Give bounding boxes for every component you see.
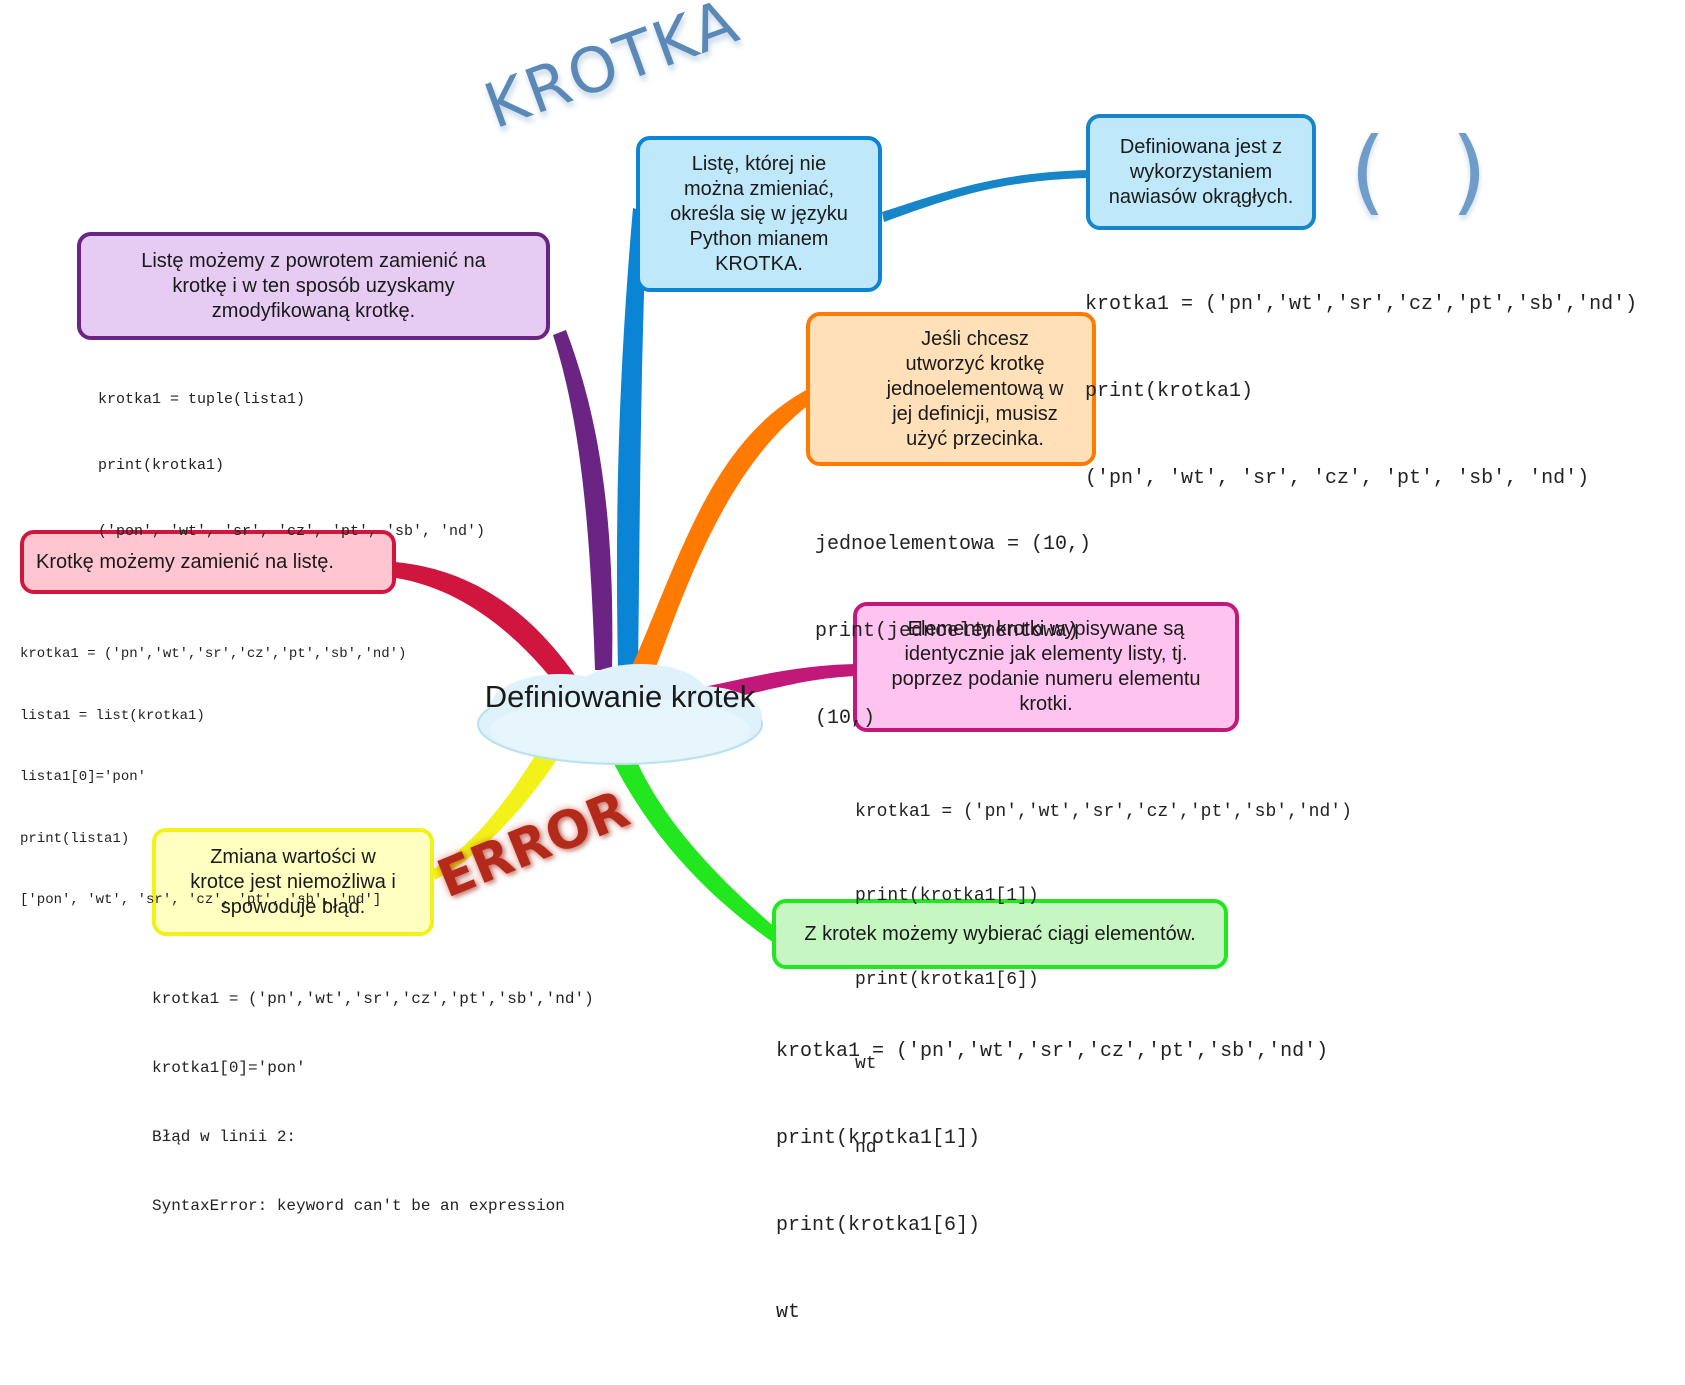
code-line: (10,) — [815, 707, 876, 730]
topic-line: użyć przecinka. — [906, 427, 1044, 450]
code-line: jednoelementowa = (10,) — [815, 533, 1092, 556]
topic-line: określa się w języku — [670, 202, 848, 225]
topic-to-tuple: Listę możemy z powrotem zamienić na krot… — [77, 232, 550, 340]
code-immutability: krotka1 = ('pn','wt','sr','cz','pt','sb'… — [152, 942, 594, 1264]
topic-line: krotki. — [1019, 693, 1073, 715]
topic-line: Jeśli chcesz — [921, 327, 1029, 350]
parens-wordart: ( ) — [1350, 118, 1506, 225]
code-line: krotka1 = ('pn','wt','sr','cz','pt','sb'… — [1085, 293, 1638, 316]
topic-single-element: Jeśli chcesz utworzyć krotkę jednoelemen… — [806, 312, 1096, 466]
topic-line: krotkę i w ten sposób uzyskamy — [172, 274, 455, 297]
code-parentheses: krotka1 = ('pn','wt','sr','cz','pt','sb'… — [1085, 232, 1637, 551]
topic-line: Z krotek możemy wybierać ciągi elementów… — [804, 922, 1196, 945]
topic-line: Definiowana jest z — [1119, 135, 1283, 158]
code-slicing: krotka1 = ('pn','wt','sr','cz','pt','sb'… — [776, 979, 1328, 1385]
topic-slicing: Z krotek możemy wybierać ciągi elementów… — [772, 899, 1228, 969]
code-to-list: krotka1 = ('pn','wt','sr','cz','pt','sb'… — [20, 603, 406, 952]
topic-line: Listę, której nie — [691, 152, 827, 175]
topic-line: nawiasów okrągłych. — [1108, 185, 1294, 208]
topic-line: Python mianem — [689, 227, 829, 250]
branch-skyblue — [882, 170, 1090, 222]
code-line: lista1 = list(krotka1) — [20, 707, 205, 724]
code-to-tuple: krotka1 = tuple(lista1) print(krotka1) (… — [98, 345, 485, 587]
topic-line: jej definicji, musisz — [892, 402, 1058, 425]
code-line: print(krotka1[1]) — [855, 886, 1039, 906]
code-line: Błąd w linii 2: — [152, 1128, 297, 1146]
code-line: print(krotka1[6]) — [855, 970, 1039, 990]
code-line: wt — [855, 1054, 877, 1074]
code-line: krotka1 = ('pn','wt','sr','cz','pt','sb'… — [855, 802, 1352, 822]
code-line: wt — [776, 1301, 801, 1324]
topic-line: zmodyfikowaną krotkę. — [211, 299, 416, 322]
code-line: krotka1 = ('pn','wt','sr','cz','pt','sb'… — [20, 646, 407, 662]
code-line: ('pn', 'wt', 'sr', 'cz', 'pt', 'sb', 'nd… — [1085, 467, 1590, 490]
topic-line: identycznie jak elementy listy, tj. — [904, 643, 1188, 665]
branch-purple — [553, 330, 613, 670]
code-line: ['pon', 'wt', 'sr', 'cz', 'pt', 'sb', 'n… — [20, 892, 382, 908]
code-line: ('pon', 'wt', 'sr', 'cz', 'pt', 'sb', 'n… — [98, 523, 486, 540]
topic-line: Krotkę możemy zamienić na listę. — [36, 550, 334, 573]
topic-line: poprzez podanie numeru elementu — [891, 668, 1201, 690]
code-element-access: krotka1 = ('pn','wt','sr','cz','pt','sb'… — [855, 742, 1352, 1218]
topic-line: jednoelementową w — [886, 377, 1064, 400]
code-line: print(krotka1[6]) — [776, 1214, 981, 1237]
topic-line: Zmiana wartości w — [210, 845, 376, 868]
code-line: print(lista1) — [20, 830, 130, 847]
code-single-element: jednoelementowa = (10,) print(jednoeleme… — [815, 472, 1091, 791]
branch-yellow — [432, 748, 560, 880]
code-line: lista1[0]='pon' — [20, 769, 147, 785]
topic-line: spowoduje błąd. — [220, 895, 366, 918]
topic-immutability: Zmiana wartości w krotce jest niemożliwa… — [152, 828, 434, 936]
branch-blue — [616, 208, 647, 670]
topic-line: Listę możemy z powrotem zamienić na — [141, 249, 486, 272]
code-line: krotka1 = ('pn','wt','sr','cz','pt','sb'… — [152, 990, 594, 1008]
topic-line: można zmieniać, — [683, 177, 835, 200]
code-line: SyntaxError: keyword can't be an express… — [152, 1197, 565, 1215]
center-title: Definiowanie krotek — [484, 679, 756, 714]
code-line: print(krotka1[1]) — [776, 1127, 981, 1150]
topic-element-access: Elementy krotki wypisywane są identyczni… — [853, 602, 1239, 732]
topic-parentheses: Definiowana jest z wykorzystaniem nawias… — [1086, 114, 1316, 230]
topic-line: krotce jest niemożliwa i — [190, 870, 396, 893]
code-line: print(krotka1) — [98, 457, 225, 474]
topic-line: wykorzystaniem — [1129, 160, 1273, 183]
branch-orange — [628, 388, 818, 678]
center-cloud — [477, 664, 763, 765]
mind-map: KROTKA ( ) ERROR Definiowanie krotek Lis… — [20, 0, 1637, 1324]
topic-definition: Listę, której nie można zmieniać, określ… — [636, 136, 882, 292]
code-line: print(krotka1) — [1085, 380, 1254, 403]
branch-green — [612, 750, 778, 943]
topic-to-list: Krotkę możemy zamienić na listę. — [20, 530, 396, 594]
code-line: print(jednoelementowa) — [815, 620, 1080, 643]
topic-line: Elementy krotki wypisywane są — [907, 618, 1185, 640]
topic-line: utworzyć krotkę — [905, 352, 1045, 375]
branch-connectors — [395, 170, 1090, 943]
topic-line: KROTKA. — [715, 252, 803, 275]
code-line: krotka1 = tuple(lista1) — [98, 391, 306, 408]
code-line: krotka1[0]='pon' — [152, 1059, 306, 1077]
code-line: krotka1 = ('pn','wt','sr','cz','pt','sb'… — [776, 1040, 1329, 1063]
